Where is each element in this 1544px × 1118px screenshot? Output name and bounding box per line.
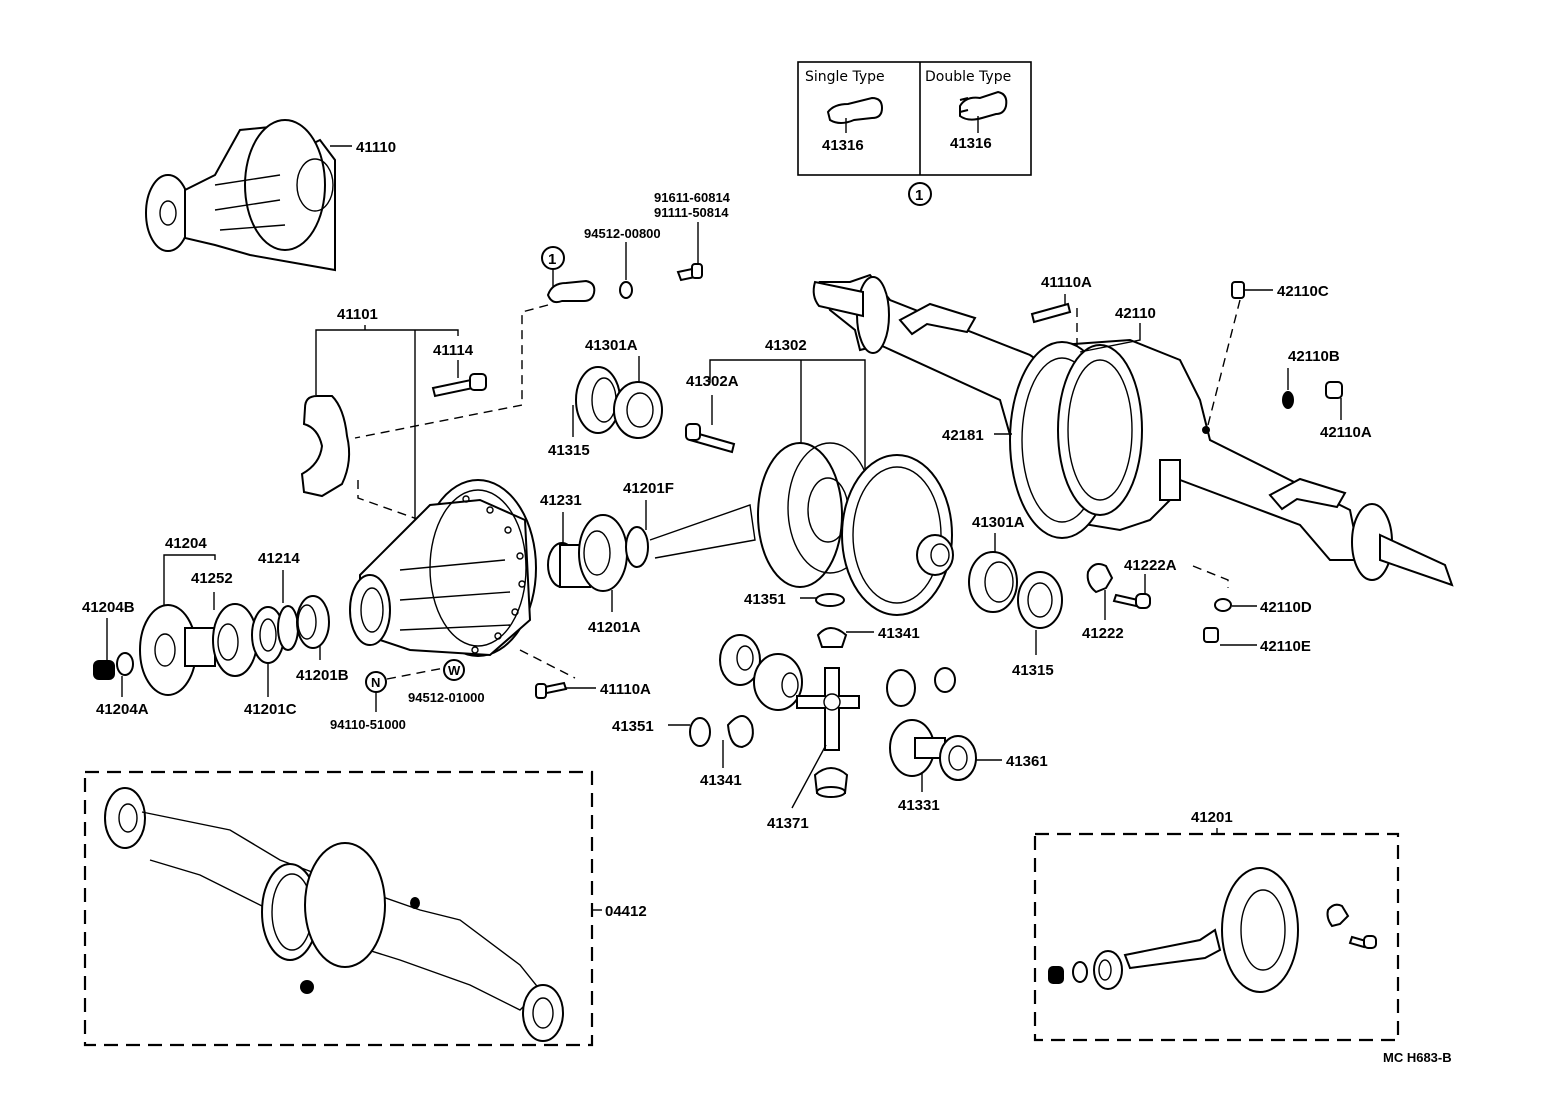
label-41301A-top: 41301A bbox=[585, 337, 638, 354]
label-41214: 41214 bbox=[258, 550, 300, 567]
label-41110A-top: 41110A bbox=[1041, 274, 1092, 291]
label-41331: 41331 bbox=[898, 797, 940, 814]
bracket-type-inset: Single Type Double Type 41316 41316 1 bbox=[797, 61, 1032, 206]
label-41341-bottom: 41341 bbox=[700, 772, 742, 789]
single-part-number: 41316 bbox=[822, 137, 864, 154]
bracket-41316-icon bbox=[546, 279, 596, 304]
inset-callout-number: 1 bbox=[915, 187, 923, 204]
differential-case-group: 41302 41302A 41351 bbox=[685, 337, 954, 616]
double-bracket-icon bbox=[959, 90, 1008, 121]
label-41252: 41252 bbox=[191, 570, 233, 587]
adjusting-lock-41222 bbox=[1086, 563, 1114, 594]
differential-carrier-assembly: 41110 bbox=[145, 119, 396, 272]
label-41110A-bottom: 41110A bbox=[600, 681, 651, 698]
label-41201C: 41201C bbox=[244, 701, 297, 718]
side-bearing-group: 41301A 41315 41222 41222A 42110D 42110E bbox=[968, 514, 1312, 679]
label-41222A: 41222A bbox=[1124, 557, 1177, 574]
lock-nut-icon bbox=[93, 660, 115, 680]
diagram-reference-code: MC H683-B bbox=[1383, 1050, 1452, 1065]
label-94110-51000: 94110-51000 bbox=[330, 717, 406, 732]
spider-gear-group: 41341 41351 41341 41371 41361 41331 bbox=[612, 625, 1048, 832]
label-41361: 41361 bbox=[1006, 753, 1048, 770]
label-41341-top: 41341 bbox=[878, 625, 920, 642]
inset-border bbox=[797, 61, 1032, 176]
label-41201B: 41201B bbox=[296, 667, 349, 684]
label-41302A: 41302A bbox=[686, 373, 739, 390]
label-42110B: 42110B bbox=[1288, 348, 1340, 365]
label-94512-00800: 94512-00800 bbox=[584, 226, 661, 241]
label-41371: 41371 bbox=[767, 815, 809, 832]
label-41302: 41302 bbox=[765, 337, 807, 354]
label-91611-60814: 91611-60814 bbox=[654, 190, 731, 205]
label-04412: 04412 bbox=[605, 903, 647, 920]
label-41114: 41114 bbox=[433, 342, 474, 359]
label-41204: 41204 bbox=[165, 535, 207, 552]
carrier-housing: N W 94110-51000 94512-01000 41110A bbox=[330, 479, 651, 732]
label-41315-right: 41315 bbox=[1012, 662, 1054, 679]
label-42110E: 42110E bbox=[1260, 638, 1311, 655]
label-41351-top: 41351 bbox=[744, 591, 786, 608]
pinion-bearing-group: 41301A 41315 41231 41201A 41201F bbox=[540, 337, 756, 636]
single-type-label: Single Type bbox=[805, 69, 885, 85]
label-41351-left: 41351 bbox=[612, 718, 654, 735]
label-41231: 41231 bbox=[540, 492, 582, 509]
top-fasteners: 91611-60814 91111-50814 94512-00800 1 bbox=[354, 190, 731, 439]
label-94512-01000: 94512-01000 bbox=[408, 690, 485, 705]
callout-ref: 1 bbox=[548, 251, 556, 268]
label-41222: 41222 bbox=[1082, 625, 1124, 642]
ring-gear-pinion-kit-41201: 41201 bbox=[1033, 809, 1400, 1042]
label-41201F: 41201F bbox=[623, 480, 674, 497]
label-41201-kit: 41201 bbox=[1191, 809, 1233, 826]
carrier-41101: 41101 41114 bbox=[300, 306, 487, 521]
label-42110A: 42110A bbox=[1320, 424, 1372, 441]
single-bracket-icon bbox=[826, 96, 884, 124]
callout-circle bbox=[908, 182, 932, 206]
label-42110D: 42110D bbox=[1260, 599, 1312, 616]
label-41101: 41101 bbox=[337, 306, 378, 323]
label-91111-50814: 91111-50814 bbox=[654, 205, 729, 220]
label-41110: 41110 bbox=[356, 139, 396, 156]
washer-symbol-w: W bbox=[448, 663, 461, 678]
double-part-number: 41316 bbox=[950, 135, 992, 152]
label-42110: 42110 bbox=[1115, 305, 1156, 322]
nut-symbol-n: N bbox=[371, 675, 380, 690]
companion-flange-group: 41204 41252 41214 41204B 41204A 41201C 4… bbox=[82, 535, 349, 718]
label-42181: 42181 bbox=[942, 427, 984, 444]
label-41201A: 41201A bbox=[588, 619, 641, 636]
label-42110C: 42110C bbox=[1277, 283, 1329, 300]
axle-housing-kit-04412: 04412 bbox=[83, 770, 647, 1047]
label-41301A-right: 41301A bbox=[972, 514, 1025, 531]
label-41204B: 41204B bbox=[82, 599, 135, 616]
label-41204A: 41204A bbox=[96, 701, 149, 718]
double-type-label: Double Type bbox=[925, 69, 1011, 85]
label-41315-top: 41315 bbox=[548, 442, 590, 459]
axle-housing-42110: 42110 41110A 42110C 42110B 42110A 42181 bbox=[812, 273, 1454, 587]
